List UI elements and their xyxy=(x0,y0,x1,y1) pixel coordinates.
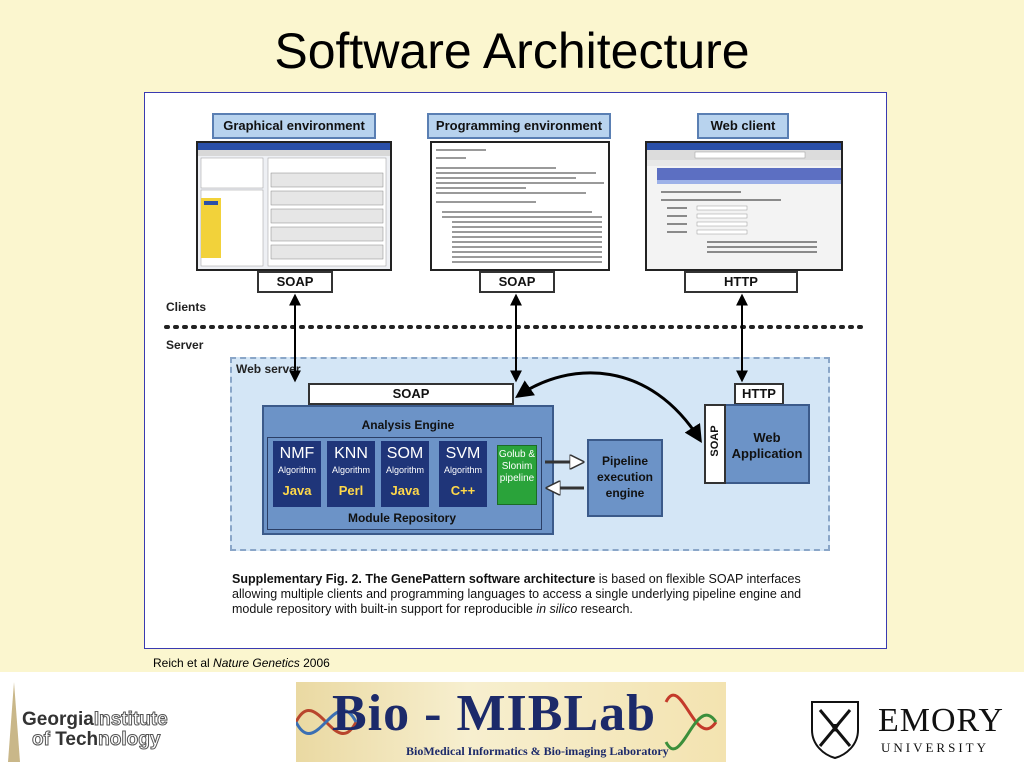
module-repository-box xyxy=(267,437,542,530)
algorithm-som: SOM Algorithm Java xyxy=(381,441,429,507)
web-client-label: Web client xyxy=(697,113,789,139)
algorithm-name: SVM xyxy=(445,445,481,462)
graphical-environment-screenshot xyxy=(196,141,392,271)
algorithm-nmf: NMF Algorithm Java xyxy=(273,441,321,507)
dna-helix-icon xyxy=(296,693,718,751)
http-client-box: HTTP xyxy=(684,271,798,293)
graphical-screen-art xyxy=(198,143,390,267)
figure-caption: Supplementary Fig. 2. The GenePattern so… xyxy=(232,572,832,617)
soap-programming-box: SOAP xyxy=(479,271,555,293)
gatech-tech: Tech xyxy=(55,729,99,750)
module-repository-label: Module Repository xyxy=(347,511,456,525)
emory-university: UNIVERSITY xyxy=(881,740,989,755)
algorithm-knn: KNN Algorithm Perl xyxy=(327,441,375,507)
bio-miblab-banner: Bio - MIBLab BioMedical Informatics & Bi… xyxy=(296,682,726,762)
citation-year: 2006 xyxy=(303,656,330,670)
algorithm-language: Java xyxy=(282,483,312,498)
web-app-soap-strip xyxy=(704,404,726,484)
web-server-label: Web server xyxy=(236,362,301,376)
gatech-line-2: of Technology xyxy=(22,729,168,750)
caption-text1: is based on flexible SOAP interfaces all… xyxy=(232,572,802,616)
slide-title: Software Architecture xyxy=(274,23,750,79)
web-application-label: Web Application xyxy=(731,430,803,461)
algorithm-language: C++ xyxy=(450,483,476,498)
server-soap-box: SOAP xyxy=(308,383,514,405)
gatech-logo: GeorgiaInstitute of Technology xyxy=(22,709,168,750)
bio-miblab-subtitle: BioMedical Informatics & Bio-imaging Lab… xyxy=(406,744,669,758)
soap-graphical-box: SOAP xyxy=(257,271,333,293)
gatech-nology: nology xyxy=(98,729,161,750)
algorithm-name: NMF xyxy=(279,445,315,462)
clients-label: Clients xyxy=(166,300,207,314)
algorithm-svm: SVM Algorithm C++ xyxy=(439,441,487,507)
graphical-environment-label: Graphical environment xyxy=(212,113,376,139)
caption-bold: Supplementary Fig. 2. The GenePattern so… xyxy=(232,572,596,586)
programming-environment-label: Programming environment xyxy=(427,113,611,139)
algorithm-name: KNN xyxy=(334,445,368,462)
algorithm-sub: Algorithm xyxy=(443,465,482,475)
pipeline-execution-engine: Pipeline execution engine xyxy=(587,439,663,517)
algorithm-language: Perl xyxy=(338,483,364,498)
gatech-logo-icon xyxy=(8,682,20,762)
gatech-line-1: GeorgiaInstitute xyxy=(22,709,168,730)
algorithm-language: Java xyxy=(390,483,420,498)
browser-art xyxy=(647,143,841,253)
golub-slonim-pipeline: Golub & Slonim pipeline xyxy=(497,445,537,505)
gatech-institute: Institute xyxy=(93,709,168,730)
analysis-engine-label: Analysis Engine xyxy=(361,418,455,432)
gatech-georgia: Georgia xyxy=(22,709,94,730)
web-client-screenshot xyxy=(645,141,843,271)
caption-text2: research. xyxy=(577,602,633,616)
caption-italic: in silico xyxy=(536,602,578,616)
gatech-of: of xyxy=(31,729,56,750)
programming-environment-screenshot xyxy=(430,141,610,271)
citation-authors: Reich et al xyxy=(153,656,210,670)
footer: GeorgiaInstitute of Technology Bio - MIB… xyxy=(0,672,1024,768)
emory-name: EMORY xyxy=(878,702,1004,739)
citation: Reich et al Nature Genetics 2006 xyxy=(153,656,330,670)
code-lines-art xyxy=(436,149,604,263)
web-app-soap-label: SOAP xyxy=(709,425,721,457)
algorithm-sub: Algorithm xyxy=(331,465,370,475)
algorithm-sub: Algorithm xyxy=(385,465,424,475)
server-http-box: HTTP xyxy=(734,383,784,405)
emory-shield-icon xyxy=(811,701,859,760)
algorithm-sub: Algorithm xyxy=(277,465,316,475)
algorithm-name: SOM xyxy=(386,445,424,462)
citation-journal: Nature Genetics xyxy=(213,656,300,670)
server-label: Server xyxy=(166,338,204,352)
bio-miblab-title: Bio - MIBLab xyxy=(332,685,657,742)
